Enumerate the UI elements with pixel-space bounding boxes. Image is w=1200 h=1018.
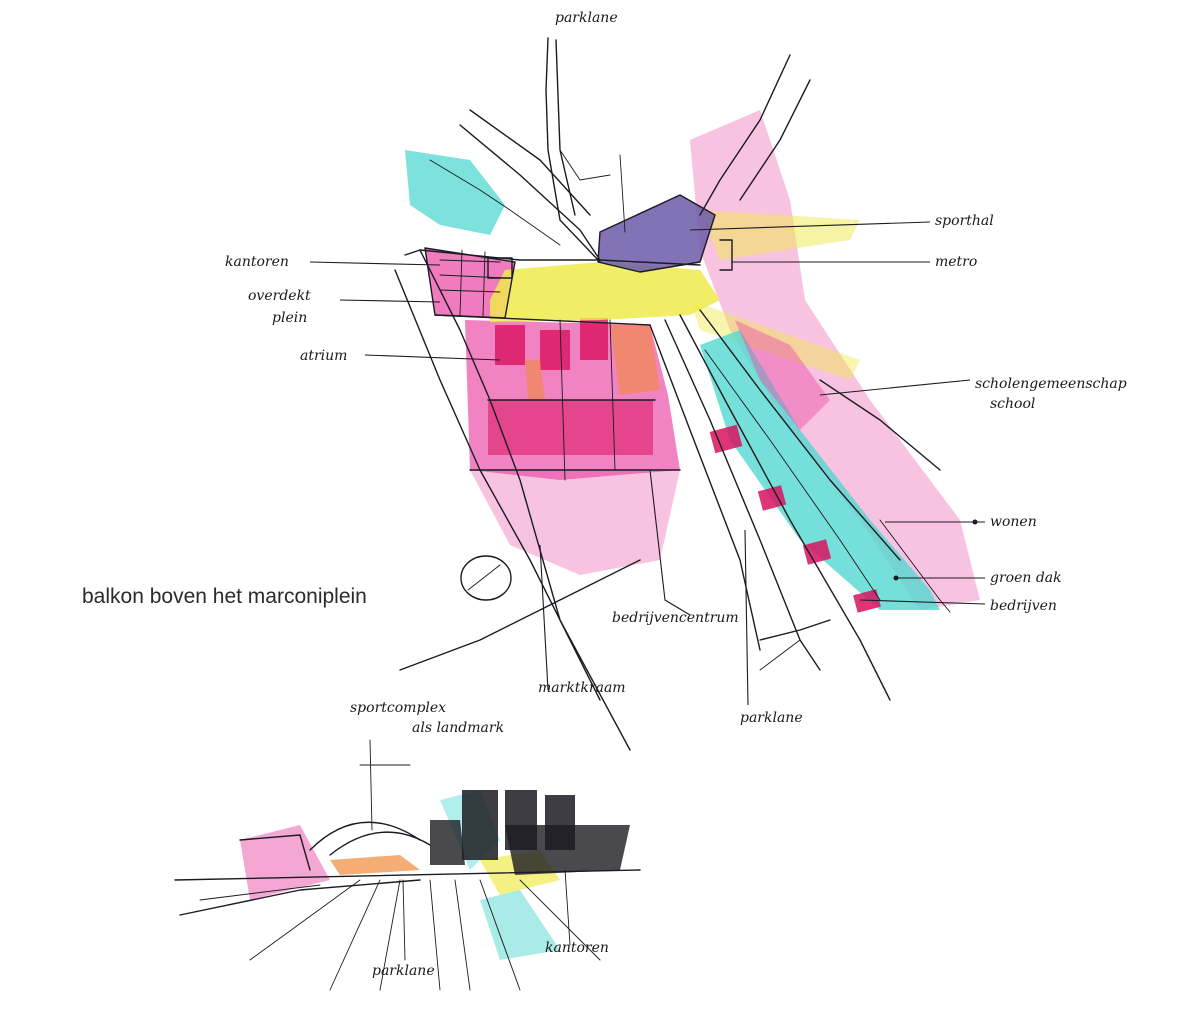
label-parklane-top: parklane: [555, 10, 618, 26]
label-sporthal: sporthal: [935, 213, 994, 229]
orange-atrium-strip: [525, 325, 660, 400]
pink-school: [735, 320, 830, 430]
magenta-housing-blocks: [709, 424, 881, 613]
label-school-2: school: [990, 396, 1035, 412]
yellow-overdekt-plein: [490, 210, 860, 380]
elevation-sketch: [174, 739, 641, 991]
label-metro: metro: [935, 254, 977, 270]
label-sportcomplex-2: als landmark: [412, 720, 504, 736]
leader-lines: [309, 221, 986, 706]
label-groen-dak: groen dak: [990, 570, 1062, 586]
label-kantoren: kantoren: [225, 254, 289, 270]
label-parklane-elevation: parklane: [372, 963, 435, 979]
label-bedrijven: bedrijven: [990, 598, 1057, 614]
label-atrium: atrium: [300, 348, 347, 364]
label-kantoren-elevation: kantoren: [545, 940, 609, 956]
cyan-housing-strip: [700, 330, 940, 610]
label-parklane-bottom: parklane: [740, 710, 803, 726]
magenta-atrium-blocks: [488, 318, 653, 455]
label-sportcomplex-1: sportcomplex: [350, 700, 446, 716]
label-marktkraam: marktkraam: [538, 680, 626, 696]
label-overdekt-plein-2: plein: [272, 310, 307, 326]
label-overdekt-plein-1: overdekt: [248, 288, 311, 304]
cyan-area-northwest: [405, 150, 505, 235]
purple-sporthal: [598, 195, 715, 272]
label-school-1: scholengemeenschap: [975, 376, 1127, 392]
sketch-caption: balkon boven het marconiplein: [82, 585, 367, 608]
plan-linework: [394, 37, 951, 751]
label-bedrijvencentrum: bedrijvencentrum: [612, 610, 739, 626]
label-wonen: wonen: [990, 514, 1037, 530]
